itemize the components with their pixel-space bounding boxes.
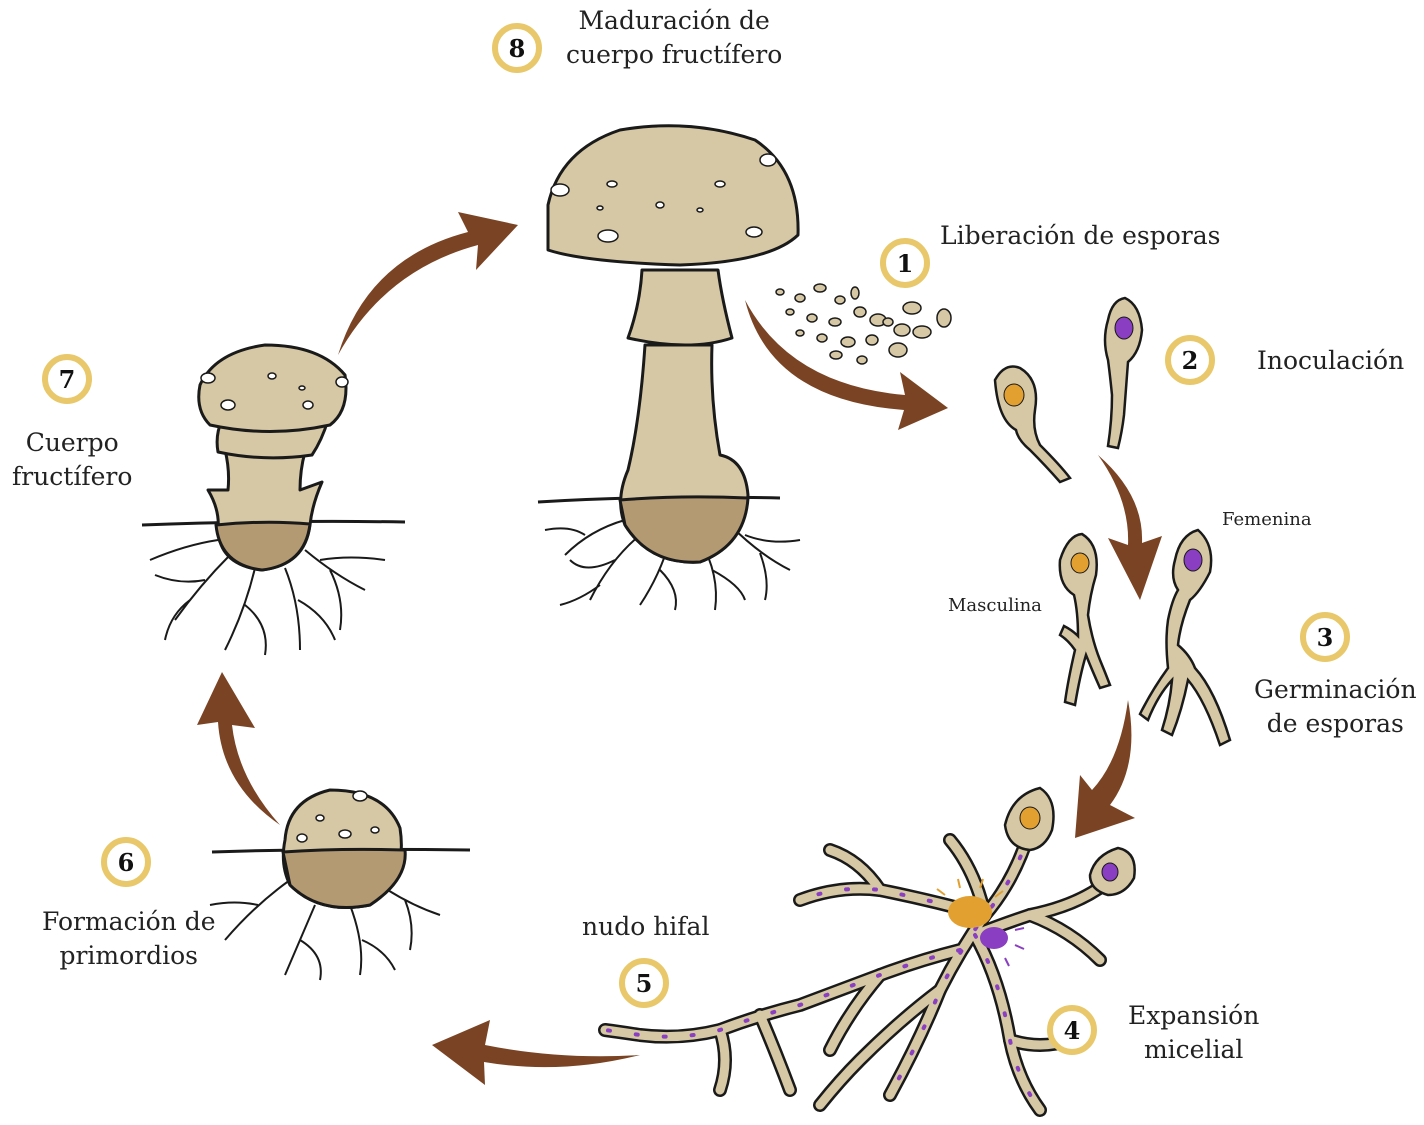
step-7-label: Cuerpo fructífero <box>12 426 132 494</box>
primordium-soil <box>283 849 405 907</box>
step-4-label-line2: micelial <box>1128 1033 1259 1067</box>
mycelium-spores <box>1005 788 1135 895</box>
step-1-label: Liberación de esporas <box>940 219 1220 253</box>
step-6-label-line1: Formación de <box>42 905 216 939</box>
mature-cap <box>548 126 798 265</box>
male-spore-label: Masculina <box>948 595 1042 617</box>
step-3-label-line2: de esporas <box>1254 707 1417 741</box>
mature-mushroom-illustration <box>538 126 800 610</box>
step-5-badge: 5 <box>619 958 669 1008</box>
step-6-badge: 6 <box>101 837 151 887</box>
released-spores <box>776 284 951 364</box>
step-2-label: Inoculación <box>1257 344 1404 378</box>
step-8-label-line1: Maduración de <box>566 4 782 38</box>
step-6-label: Formación de primordios <box>42 905 216 973</box>
step-5-label: nudo hifal <box>582 910 709 944</box>
step-4-badge: 4 <box>1047 1005 1097 1055</box>
step-8-badge: 8 <box>492 23 542 73</box>
mature-ring <box>628 270 732 345</box>
young-base-soil <box>216 522 310 570</box>
step-3-label: Germinación de esporas <box>1254 673 1417 741</box>
step-8-label-line2: cuerpo fructífero <box>566 38 782 72</box>
mature-base-soil <box>620 497 748 562</box>
step-7-label-line2: fructífero <box>12 460 132 494</box>
arrow-2-to-3 <box>1098 455 1162 600</box>
step-3-label-line1: Germinación <box>1254 673 1417 707</box>
arrow-7-to-8 <box>338 212 518 355</box>
step-4-label-line1: Expansión <box>1128 999 1259 1033</box>
arrow-6-to-7 <box>197 672 280 825</box>
female-spore-label: Femenina <box>1222 509 1312 531</box>
step-2-badge: 2 <box>1165 335 1215 385</box>
arrow-3-to-4 <box>1075 700 1135 838</box>
step-6-label-line2: primordios <box>42 939 216 973</box>
step-3-badge: 3 <box>1300 612 1350 662</box>
step-8-label: Maduración de cuerpo fructífero <box>566 4 782 72</box>
step-1-badge: 1 <box>880 238 930 288</box>
inoculation-spores <box>995 298 1142 482</box>
mycelial-network <box>605 830 1110 1110</box>
primordium-illustration <box>210 790 470 980</box>
young-fruiting-body-illustration <box>142 345 405 655</box>
step-4-label: Expansión micelial <box>1128 999 1259 1067</box>
step-7-badge: 7 <box>42 354 92 404</box>
step-7-label-line1: Cuerpo <box>12 426 132 460</box>
arrow-8-to-1 <box>745 300 948 430</box>
male-spore-inoculation <box>995 367 1070 483</box>
young-cap <box>199 345 346 432</box>
